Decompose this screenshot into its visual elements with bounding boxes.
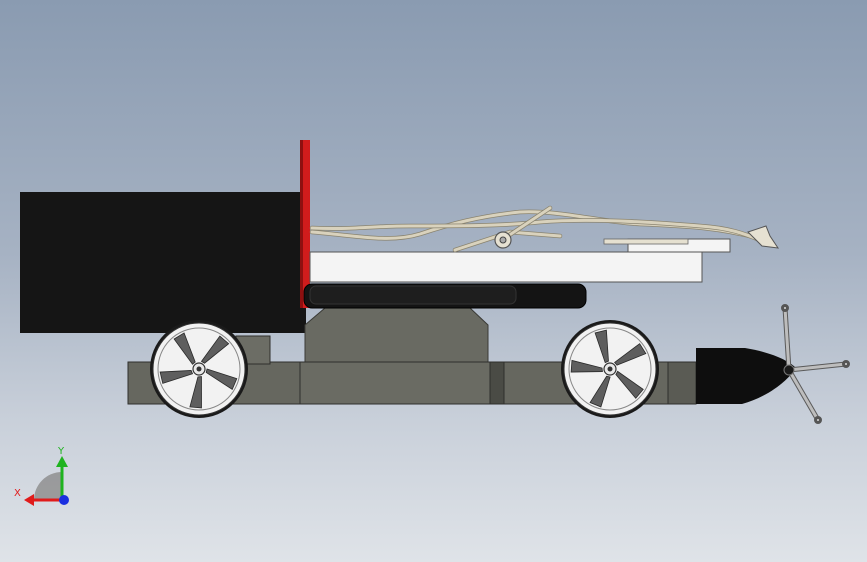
wheel-blade [205, 368, 238, 390]
wheel-blade [594, 329, 609, 364]
propeller [781, 304, 850, 424]
wheel-blade [614, 343, 647, 366]
red-plate-highlight [300, 140, 303, 308]
triad-y-arrow [56, 456, 68, 467]
triad-x-arrow [24, 494, 34, 506]
triad-plane [34, 472, 62, 500]
front-wheel [561, 320, 659, 418]
wheel-blade [200, 335, 230, 364]
propeller-hub [783, 364, 795, 376]
chassis-block-2 [299, 361, 491, 405]
triad-x-label: X [14, 488, 21, 499]
motor-mount [304, 307, 489, 363]
cargo-box [20, 192, 306, 333]
wheel-blade [173, 332, 196, 365]
triad-z-axis [59, 495, 69, 505]
rod [603, 238, 689, 245]
wiring [309, 205, 763, 253]
front-hook [747, 225, 780, 249]
pulley-hub [499, 236, 507, 244]
red-plate [300, 140, 310, 308]
battery-pack-cell [309, 285, 517, 305]
chassis-block-3 [489, 361, 505, 405]
view-triad[interactable]: Y X [14, 446, 69, 506]
rear-wheel [150, 320, 248, 418]
wheel-blade [159, 370, 194, 384]
triad-y-label: Y [57, 446, 65, 457]
chassis-block-5 [667, 361, 697, 405]
wheel-blade [570, 359, 603, 373]
nose-cone [696, 348, 796, 404]
wheel-blade [589, 375, 611, 408]
wheels [150, 320, 659, 418]
wheel-blade [615, 370, 644, 399]
deck-plate [309, 251, 703, 283]
wheel-blade [189, 376, 202, 409]
